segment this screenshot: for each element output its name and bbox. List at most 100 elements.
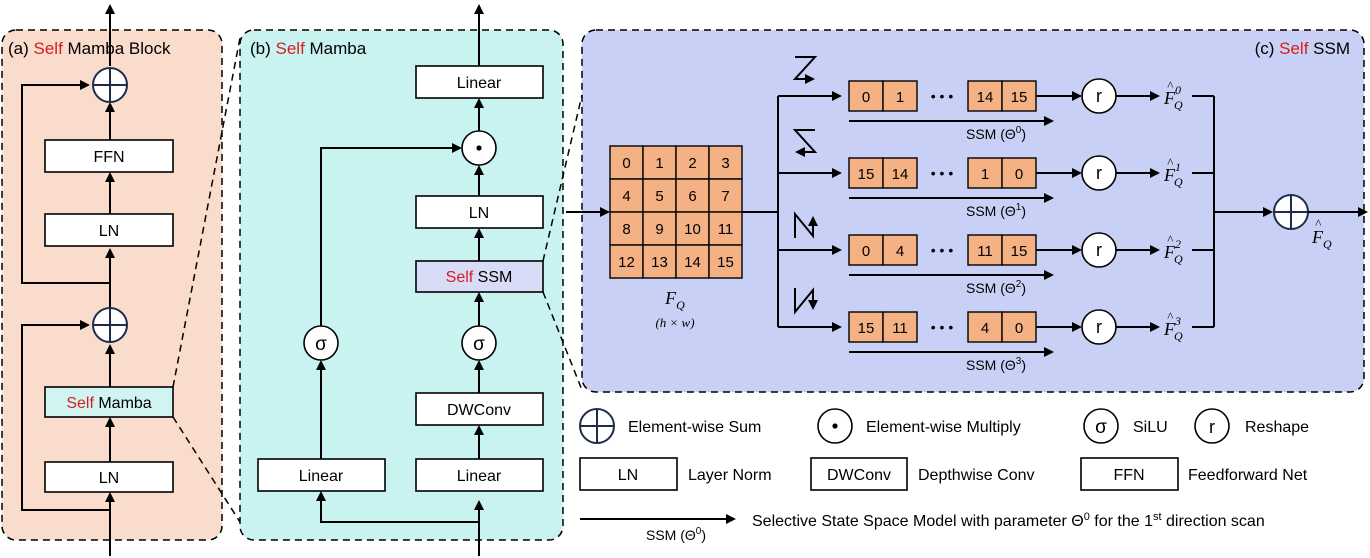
sequence-cell-label: 0 xyxy=(1015,166,1023,183)
grid-cell-label: 15 xyxy=(717,254,734,271)
legend-silu: SiLU xyxy=(1133,419,1168,436)
zigzag-backward-icon xyxy=(792,129,818,157)
reshape-icon xyxy=(1194,408,1230,444)
grid-cell-label: 13 xyxy=(651,254,668,271)
linear-top-label: Linear xyxy=(457,75,502,92)
legend-dwconv-box-label: DWConv xyxy=(827,467,891,484)
ssm-label: SSM (Θ3) xyxy=(966,356,1026,373)
sequence-cell-label: 0 xyxy=(862,243,870,260)
grid-cell xyxy=(642,145,677,180)
dwconv-label: DWConv xyxy=(447,402,511,419)
legend-ln-box-label: LN xyxy=(618,467,638,484)
ln-box xyxy=(415,195,544,229)
column-scan-down-icon xyxy=(794,211,818,239)
legend-multiply: Element-wise Multiply xyxy=(866,419,1021,436)
sequence-cell-label: 1 xyxy=(981,166,989,183)
sequence-cell xyxy=(967,311,1003,343)
ssm-label: SSM (Θ1) xyxy=(966,202,1026,219)
sequence-cell-label: 15 xyxy=(858,166,875,183)
sequence-cell xyxy=(882,157,918,189)
sequence-cell xyxy=(848,234,884,266)
grid-cell-label: 7 xyxy=(721,188,729,205)
sequence-cell xyxy=(848,311,884,343)
sequence-cell-label: 14 xyxy=(892,166,909,183)
linear-right-label: Linear xyxy=(457,468,502,485)
sequence-cell-label: 4 xyxy=(981,320,989,337)
legend-ln: Layer Norm xyxy=(688,467,772,484)
self-ssm-box xyxy=(415,260,544,293)
sequence-cell xyxy=(882,234,918,266)
sequence-cell xyxy=(1001,311,1037,343)
zigzag-forward-icon xyxy=(792,56,818,84)
grid-cell-label: 11 xyxy=(718,221,734,238)
panel-b-title: (b) Self Mamba xyxy=(250,39,367,58)
grid-cell xyxy=(642,211,677,246)
sequence-cell xyxy=(967,234,1003,266)
ellipsis: • • • xyxy=(931,88,954,104)
self-mamba-label: Self Mamba xyxy=(66,395,151,412)
panel-a: (a) Self Mamba Block FFN LN Self Mamba L… xyxy=(1,4,223,556)
svg-text:^: ^ xyxy=(1167,309,1174,324)
sequence-cell-label: 15 xyxy=(1011,243,1028,260)
sequence-cell-label: 15 xyxy=(858,320,875,337)
reshape-symbol: r xyxy=(1096,163,1102,183)
grid-cell-label: 4 xyxy=(622,188,630,205)
linear-left-box xyxy=(257,458,386,492)
grid-cell-label: 2 xyxy=(688,155,696,172)
svg-text:^: ^ xyxy=(1167,78,1174,93)
grid-cell-label: 8 xyxy=(622,221,630,238)
legend-dwconv: Depthwise Conv xyxy=(918,467,1035,484)
ellipsis: • • • xyxy=(931,165,954,181)
legend-ffn: Feedforward Net xyxy=(1188,467,1308,484)
sequence-cell xyxy=(848,80,884,112)
sequence-cell xyxy=(1001,234,1037,266)
svg-text:^: ^ xyxy=(1167,232,1174,247)
grid-cell-label: 0 xyxy=(622,155,630,172)
grid-cell xyxy=(708,211,743,246)
svg-text:^: ^ xyxy=(1167,155,1174,170)
fq-label: FQ xyxy=(664,288,685,312)
grid-cell xyxy=(675,211,710,246)
column-scan-up-icon xyxy=(794,287,818,315)
reshape-symbol: r xyxy=(1096,240,1102,260)
legend-ssm-desc: Selective State Space Model with paramet… xyxy=(752,511,1265,530)
grid-cell-label: 6 xyxy=(688,188,696,205)
silu-right-symbol: σ xyxy=(473,334,485,355)
sequence-cell-label: 14 xyxy=(977,89,994,106)
self-mamba-box xyxy=(44,386,174,418)
sequence-cell xyxy=(967,80,1003,112)
legend-sum: Element-wise Sum xyxy=(628,419,761,436)
panel-b: (b) Self Mamba Linear σ Linear DWConv σ … xyxy=(239,4,564,556)
grid-cell-label: 1 xyxy=(655,155,663,172)
grid-cell-label: 5 xyxy=(655,188,663,205)
ln-label: LN xyxy=(469,205,489,222)
sequence-cell-label: 11 xyxy=(892,320,908,337)
ellipsis: • • • xyxy=(931,319,954,335)
grid-cell-label: 9 xyxy=(655,221,663,238)
fq-dims: (h × w) xyxy=(655,315,694,330)
linear-top-box xyxy=(415,65,544,99)
grid-cell xyxy=(708,244,743,279)
sequence-cell-label: 4 xyxy=(896,243,904,260)
svg-text:^: ^ xyxy=(1315,216,1322,231)
ln-bottom-box xyxy=(44,461,174,493)
panel-c-title: (c) Self SSM xyxy=(1255,39,1350,58)
linear-left-label: Linear xyxy=(299,468,344,485)
legend-dwconv-box xyxy=(810,457,908,491)
legend-silu-symbol: σ xyxy=(1095,417,1107,438)
sequence-cell-label: 11 xyxy=(977,243,993,260)
sequence-cell-label: 1 xyxy=(896,89,904,106)
sequence-cell-label: 15 xyxy=(1011,89,1028,106)
grid-cell-label: 12 xyxy=(618,254,635,271)
ln-bottom-label: LN xyxy=(99,470,119,487)
grid-cell xyxy=(675,178,710,213)
